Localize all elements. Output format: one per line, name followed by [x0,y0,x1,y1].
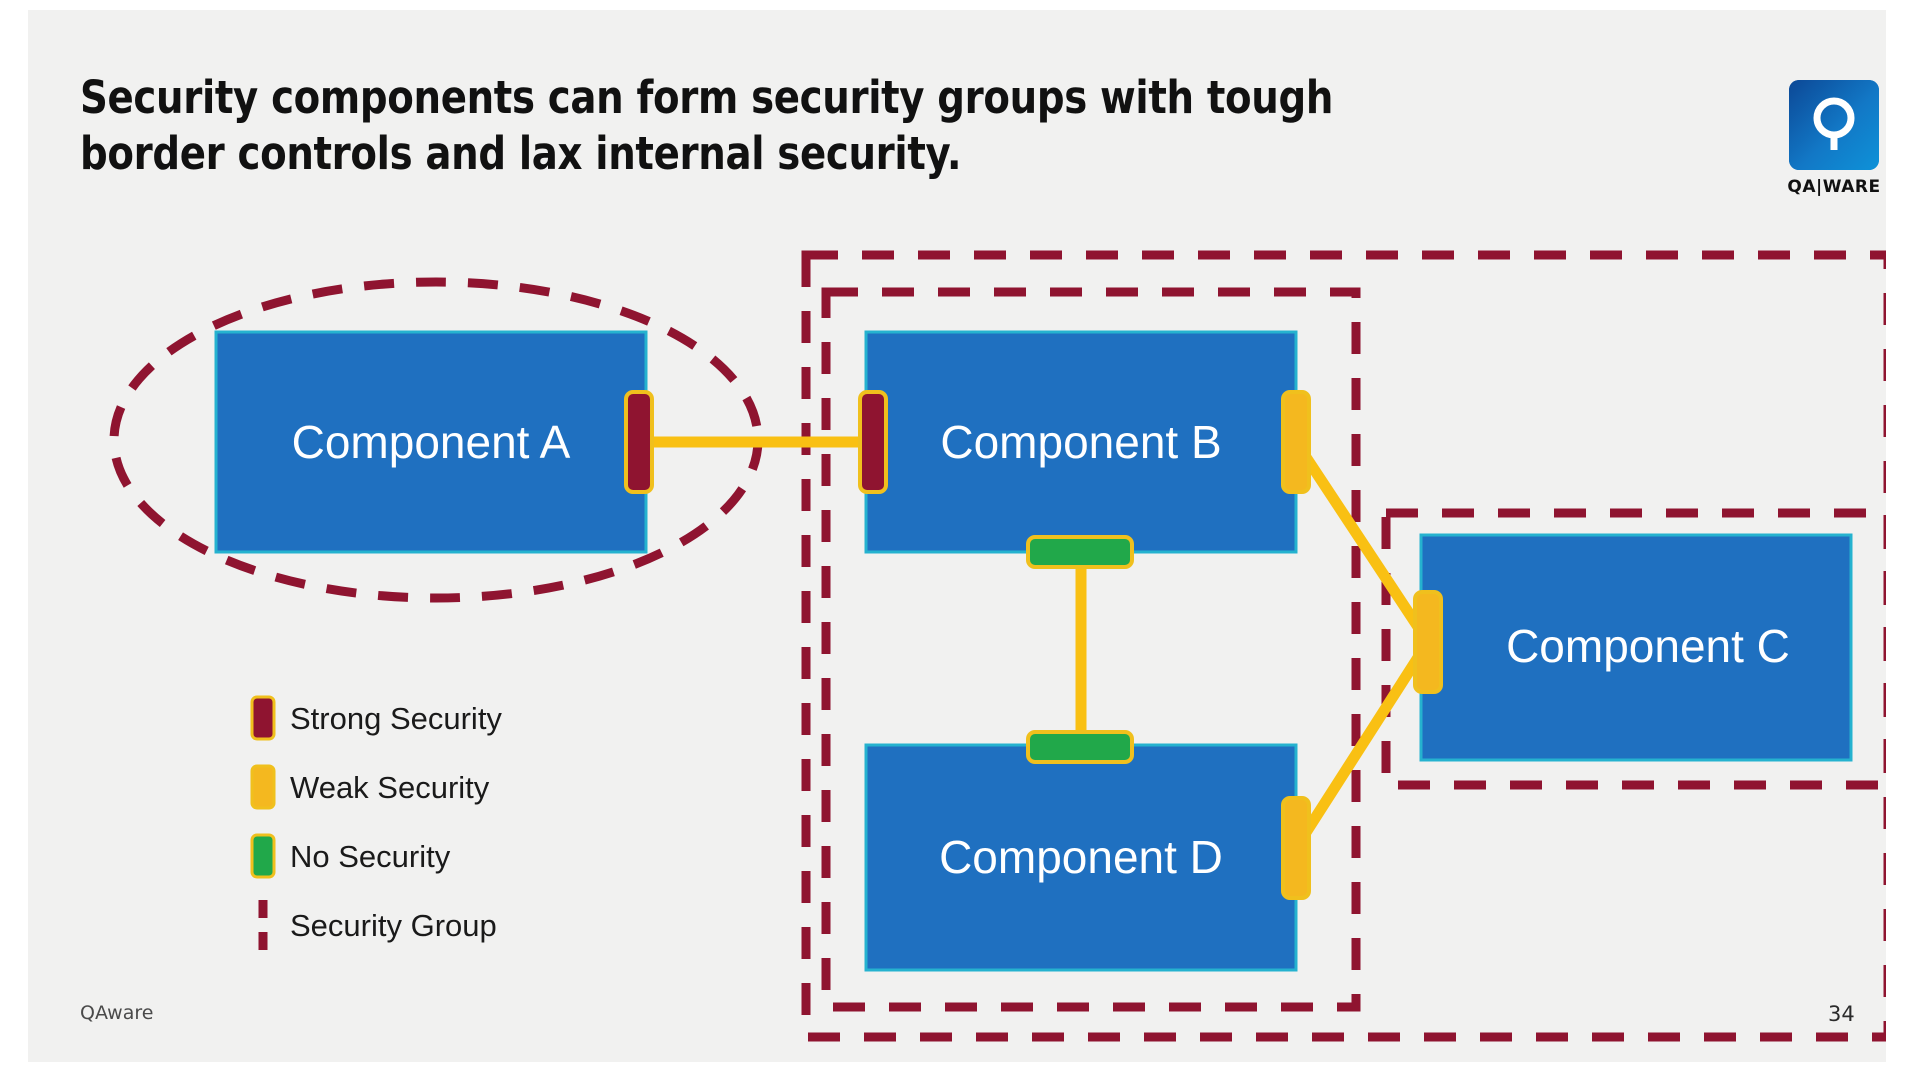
component-a[interactable]: Component A [214,330,654,554]
slide-canvas: Security components can form security gr… [28,10,1886,1062]
component-a-box[interactable] [214,330,648,554]
legend-label-weak: Weak Security [290,770,490,805]
component-b-label: Component B [940,416,1221,468]
page-title: Security components can form security gr… [80,71,1334,180]
qaware-logo-icon [1789,80,1879,170]
security-group-rect-c [1381,508,1886,790]
qaware-logo: QA|WARE [1778,80,1886,197]
port-weak-c-left[interactable] [1413,590,1443,694]
connector-b-to-c [1290,436,1434,648]
legend-label-none: No Security [290,839,451,874]
component-d-label: Component D [939,831,1223,883]
legend-item-strong-security[interactable]: Strong Security [250,695,502,741]
legend-swatch-strong-icon [250,695,276,741]
component-c-label: Component C [1506,620,1790,672]
port-weak-d-right[interactable] [1281,796,1311,900]
component-a-label: Component A [292,416,571,468]
component-c-box[interactable] [1419,533,1853,762]
page-number: 34 [1828,1002,1855,1026]
port-weak-b-right[interactable] [1281,390,1311,494]
legend-item-security-group[interactable]: Security Group [258,900,497,950]
legend-swatch-none-icon [250,833,276,879]
footer-brand: QAware [80,1002,154,1024]
component-b-box[interactable] [864,330,1298,554]
port-none-b-bottom[interactable] [1026,535,1134,569]
legend-swatch-weak-icon [250,764,276,810]
port-none-d-top[interactable] [1026,730,1134,764]
component-d-box[interactable] [864,743,1298,972]
legend-label-strong: Strong Security [290,701,502,736]
legend-item-no-security[interactable]: No Security [250,833,451,879]
port-strong-b-left[interactable] [858,390,888,494]
legend: Strong Security Weak Security No Securit… [250,695,502,950]
connector-d-to-c [1290,636,1434,854]
component-b[interactable]: Component B [858,330,1311,569]
port-strong-a-right[interactable] [624,390,654,494]
legend-label-group: Security Group [290,908,497,943]
connectors [634,436,1434,854]
legend-item-weak-security[interactable]: Weak Security [250,764,490,810]
security-group-rect-bd [821,287,1361,1012]
security-diagram: Component A Component B Component D Comp… [109,250,1886,1042]
component-c[interactable]: Component C [1413,533,1853,762]
component-d[interactable]: Component D [864,730,1311,972]
qaware-wordmark: QA|WARE [1787,177,1881,197]
